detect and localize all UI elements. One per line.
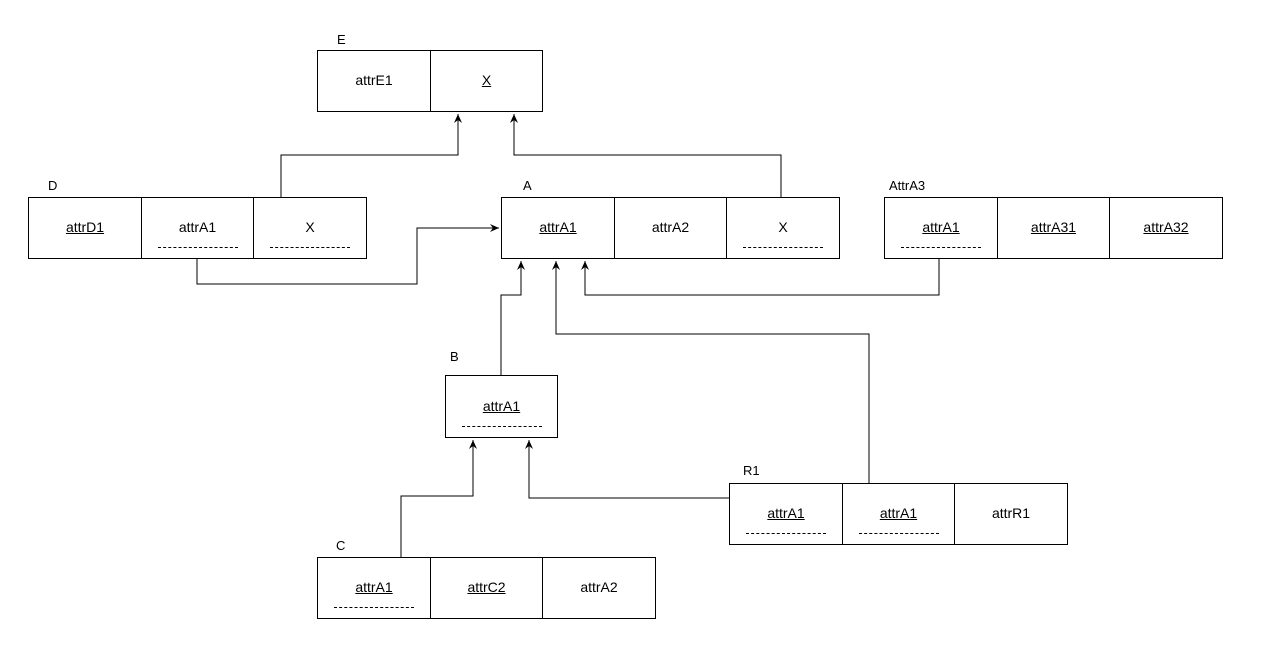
connector-line (500, 261, 522, 375)
table-name: A (523, 178, 532, 193)
foreign-key-underline (901, 247, 981, 248)
connector-line (280, 114, 459, 197)
foreign-key-underline (157, 247, 238, 248)
arrowhead-icon (552, 261, 560, 270)
table-cell: attrA1 (141, 197, 254, 259)
connector-line (400, 440, 474, 557)
table-cell: attrA1 (884, 197, 998, 259)
table-cell: X (726, 197, 840, 259)
attribute-label: attrE1 (355, 72, 393, 88)
table-cell: attrA31 (997, 197, 1110, 259)
connector-line (513, 114, 782, 197)
reference-connector (400, 440, 477, 557)
arrowhead-icon (490, 224, 499, 232)
arrowhead-icon (469, 440, 477, 449)
foreign-key-underline (743, 247, 823, 248)
table-name: R1 (743, 463, 760, 478)
reference-connector (280, 114, 462, 197)
primary-key-label: attrA1 (355, 579, 393, 595)
foreign-key-underline (270, 247, 350, 248)
arrowhead-icon (517, 261, 525, 270)
arrowhead-icon (510, 114, 518, 123)
arrowhead-icon (525, 440, 533, 449)
table-cell: attrA1 (842, 483, 955, 545)
attribute-label: attrA2 (580, 579, 618, 595)
table-cell: attrA32 (1109, 197, 1223, 259)
reference-connector (510, 114, 782, 197)
connector-line (555, 261, 870, 483)
reference-connector (581, 259, 940, 296)
primary-key-label: attrA31 (1030, 219, 1077, 235)
table-cell: attrE1 (317, 50, 431, 112)
attribute-label: attrA1 (178, 219, 217, 235)
primary-key-label: attrA1 (767, 505, 805, 521)
foreign-key-underline (858, 533, 939, 534)
primary-key-label: attrD1 (65, 219, 105, 235)
table-cell: attrD1 (28, 197, 142, 259)
table-name: C (336, 538, 346, 553)
table-cell: attrA1 (729, 483, 843, 545)
table-cell: attrA1 (501, 197, 615, 259)
foreign-key-underline (461, 426, 542, 427)
table-name: E (337, 32, 346, 47)
table-cell: attrR1 (954, 483, 1068, 545)
reference-connector (196, 224, 499, 285)
primary-key-label: attrA32 (1143, 219, 1189, 235)
table-cell: attrC2 (430, 557, 543, 619)
connector-line (528, 440, 729, 499)
table-cell: attrA2 (542, 557, 656, 619)
primary-key-label: attrC2 (467, 579, 506, 595)
table-name: AttrA3 (889, 178, 926, 193)
connector-line (196, 227, 499, 285)
attribute-label: X (305, 219, 315, 235)
foreign-key-underline (746, 533, 826, 534)
connector-line (584, 259, 940, 296)
foreign-key-underline (334, 607, 414, 608)
table-cell: attrA1 (317, 557, 431, 619)
primary-key-label: X (481, 72, 492, 88)
reference-connector (525, 440, 729, 499)
table-cell: X (430, 50, 543, 112)
primary-key-label: attrA1 (879, 505, 918, 521)
attribute-label: attrR1 (991, 505, 1031, 521)
arrowhead-icon (581, 261, 589, 270)
primary-key-label: attrA1 (922, 219, 960, 235)
table-cell: X (253, 197, 367, 259)
arrowhead-icon (454, 114, 462, 123)
primary-key-label: attrA1 (482, 397, 521, 414)
table-name: D (48, 178, 58, 193)
primary-key-label: attrA1 (539, 219, 577, 235)
reference-connector (500, 261, 525, 375)
table-name: B (450, 349, 459, 364)
table-cell: attrA2 (614, 197, 727, 259)
attribute-label: attrA2 (651, 219, 690, 235)
attribute-label: X (778, 219, 788, 235)
reference-connector (552, 261, 870, 483)
table-cell: attrA1 (445, 375, 558, 438)
